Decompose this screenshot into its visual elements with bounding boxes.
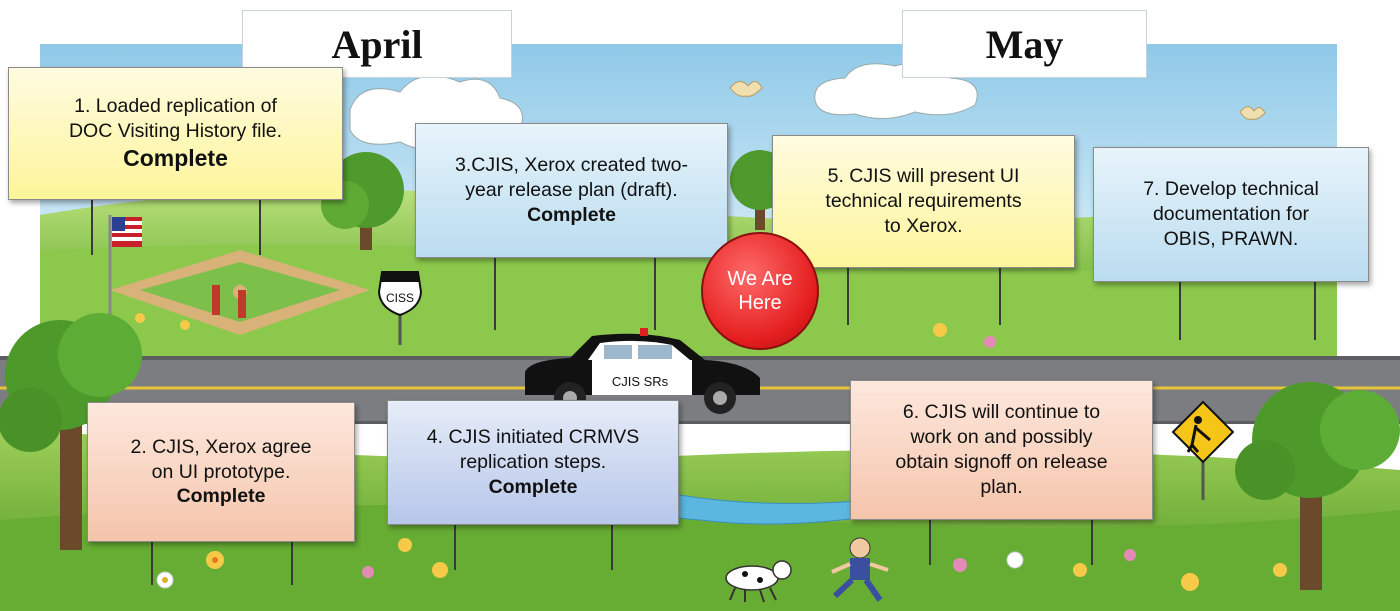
road-sign-label: CISS xyxy=(386,291,414,305)
tree-icon xyxy=(0,313,142,550)
construction-sign-icon xyxy=(1171,400,1235,500)
milestone-1-text: 1. Loaded replication of DOC Visiting Hi… xyxy=(68,94,283,142)
month-may: May xyxy=(902,10,1147,78)
flower-icon xyxy=(156,571,174,589)
car-label: CJIS SRs xyxy=(612,374,669,389)
milestone-4-card: 4. CJIS initiated CRMVS replication step… xyxy=(387,400,679,525)
we-are-here-marker: We Are Here xyxy=(701,232,819,350)
tree-icon xyxy=(321,152,404,250)
milestone-5-card: 5. CJIS will present UI technical requir… xyxy=(772,135,1075,268)
baseball-field-icon xyxy=(110,250,370,335)
milestone-6-card: 6. CJIS will continue to work on and pos… xyxy=(850,380,1153,520)
flower-icon xyxy=(362,566,374,578)
flower-icon xyxy=(1181,573,1199,591)
milestone-1-card: 1. Loaded replication of DOC Visiting Hi… xyxy=(8,67,343,200)
milestone-4-text: 4. CJIS initiated CRMVS replication step… xyxy=(426,426,640,474)
flower-icon xyxy=(135,313,145,323)
dog-icon xyxy=(725,560,792,603)
flower-icon xyxy=(1273,563,1287,577)
month-april: April xyxy=(242,10,512,78)
bird-icon xyxy=(1239,106,1266,120)
milestone-7-text: 7. Develop technical documentation for O… xyxy=(1143,178,1319,250)
road-sign: CISS xyxy=(377,271,423,345)
flower-icon xyxy=(432,562,448,578)
milestone-7-card: 7. Develop technical documentation for O… xyxy=(1093,147,1369,282)
flower-icon xyxy=(984,336,996,348)
flag-icon xyxy=(108,215,142,340)
flower-icon xyxy=(398,538,412,552)
flower-icon xyxy=(933,323,947,337)
milestone-5-text: 5. CJIS will present UI technical requir… xyxy=(825,165,1022,237)
boy-icon xyxy=(831,537,889,602)
sign-posts xyxy=(91,200,1316,585)
police-car-icon: CJIS SRs xyxy=(525,328,760,414)
milestone-2-card: 2. CJIS, Xerox agree on UI prototype. Co… xyxy=(87,402,355,542)
flower-icon xyxy=(1006,551,1024,569)
milestone-3-status: Complete xyxy=(527,203,616,226)
milestone-1-status: Complete xyxy=(123,144,228,171)
we-are-here-label: We Are Here xyxy=(727,268,793,314)
flower-icon xyxy=(206,551,224,569)
flower-icon xyxy=(953,558,967,572)
flower-icon xyxy=(180,320,190,330)
milestone-2-status: Complete xyxy=(176,485,266,508)
milestone-3-card: 3.CJIS, Xerox created two- year release … xyxy=(415,123,728,258)
flower-icon xyxy=(1124,549,1136,561)
flower-icon xyxy=(1073,563,1087,577)
milestone-4-status: Complete xyxy=(488,475,578,498)
milestone-2-text: 2. CJIS, Xerox agree on UI prototype. xyxy=(130,435,312,483)
milestone-3-text: 3.CJIS, Xerox created two- year release … xyxy=(454,154,688,202)
tree-icon xyxy=(1235,382,1400,590)
bird-icon xyxy=(729,81,763,97)
milestone-6-text: 6. CJIS will continue to work on and pos… xyxy=(895,401,1108,498)
